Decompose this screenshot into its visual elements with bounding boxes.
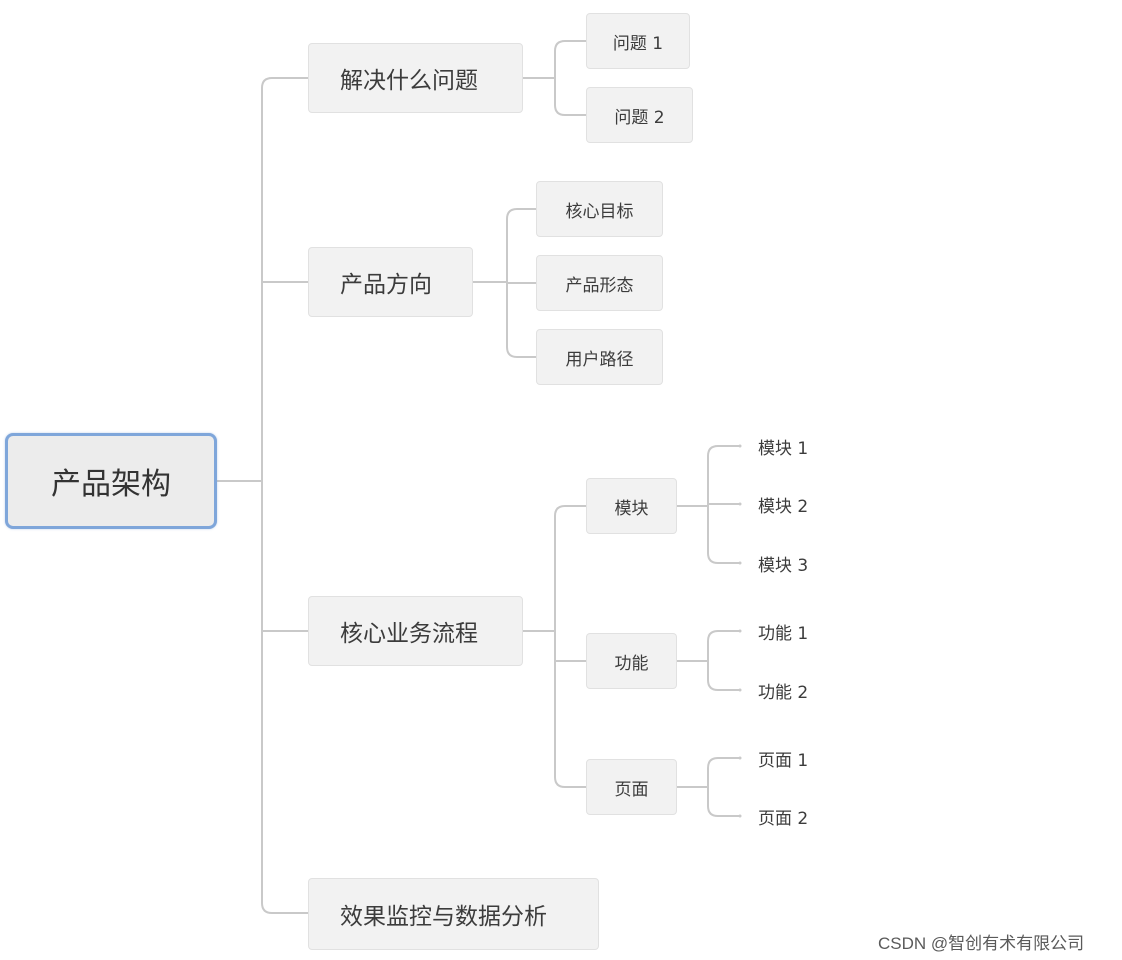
leaf-node-module-2[interactable]: 模块 2: [758, 496, 809, 517]
leaf-anchor-dot: [738, 756, 742, 760]
leaf-anchor-dot: [738, 444, 742, 448]
leaf-node-page-1[interactable]: 页面 1: [758, 750, 809, 771]
child-node-function[interactable]: 功能: [586, 633, 677, 689]
branch-node-problems[interactable]: 解决什么问题: [308, 43, 523, 113]
connector-problems: [523, 40, 586, 116]
connector-direction: [473, 208, 536, 358]
branch-node-core-process[interactable]: 核心业务流程: [308, 596, 523, 666]
watermark-text: CSDN @智创有术有限公司: [878, 934, 1085, 953]
leaf-node-module-1[interactable]: 模块 1: [758, 438, 809, 459]
leaf-node-page-2[interactable]: 页面 2: [758, 808, 809, 829]
child-node-problem-1[interactable]: 问题 1: [586, 13, 690, 69]
connector-core-process: [523, 505, 586, 788]
connector-function: [677, 630, 740, 691]
connector-root: [217, 77, 308, 914]
connector-module: [677, 445, 740, 564]
child-node-user-path[interactable]: 用户路径: [536, 329, 663, 385]
leaf-anchor-dot: [738, 629, 742, 633]
root-node[interactable]: 产品架构: [5, 433, 217, 529]
leaf-node-function-1[interactable]: 功能 1: [758, 623, 809, 644]
child-node-core-goal[interactable]: 核心目标: [536, 181, 663, 237]
leaf-anchor-dot: [738, 814, 742, 818]
leaf-node-module-3[interactable]: 模块 3: [758, 555, 809, 576]
child-node-problem-2[interactable]: 问题 2: [586, 87, 693, 143]
leaf-node-function-2[interactable]: 功能 2: [758, 682, 809, 703]
leaf-anchor-dot: [738, 502, 742, 506]
child-node-product-form[interactable]: 产品形态: [536, 255, 663, 311]
connector-page: [677, 757, 740, 817]
child-node-page[interactable]: 页面: [586, 759, 677, 815]
child-node-module[interactable]: 模块: [586, 478, 677, 534]
leaf-anchor-dot: [738, 561, 742, 565]
branch-node-direction[interactable]: 产品方向: [308, 247, 473, 317]
branch-node-monitoring[interactable]: 效果监控与数据分析: [308, 878, 599, 950]
leaf-anchor-dot: [738, 688, 742, 692]
